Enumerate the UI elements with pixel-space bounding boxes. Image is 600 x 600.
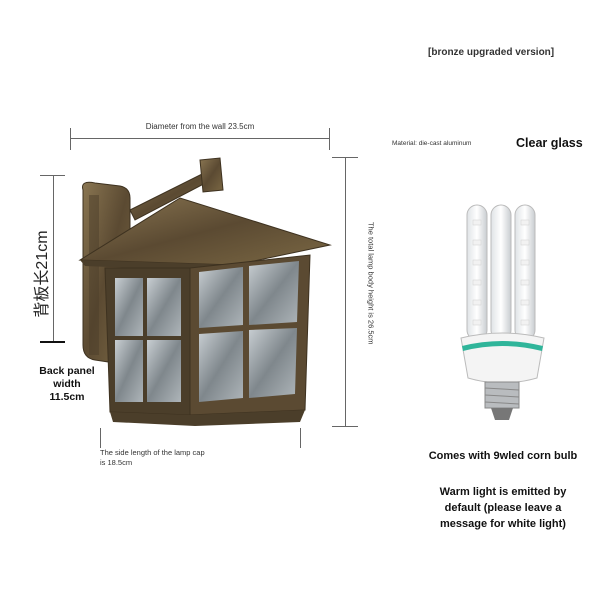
warm-line3: message for white light) bbox=[440, 517, 566, 530]
side-length-line1: The side length of the lamp cap bbox=[100, 448, 205, 457]
side-length-right-tick bbox=[300, 428, 301, 448]
back-panel-width-label: Back panel width 11.5cm bbox=[22, 365, 112, 404]
diameter-right-tick bbox=[329, 128, 330, 150]
back-panel-width-line3: 11.5cm bbox=[49, 391, 85, 404]
diameter-left-tick bbox=[70, 128, 71, 150]
total-height-top-tick bbox=[332, 157, 358, 158]
back-height-bottom-tick bbox=[40, 341, 65, 343]
diameter-dimension-line bbox=[70, 138, 330, 139]
total-height-label: The total lamp body height is 26.5cm bbox=[366, 221, 376, 345]
total-height-line bbox=[345, 157, 346, 427]
side-length-label: The side length of the lamp cap is 18.5c… bbox=[100, 448, 270, 468]
material-label: Material: die-cast aluminum bbox=[392, 140, 472, 147]
version-label: [bronze upgraded version] bbox=[428, 47, 555, 58]
warm-line2: default (please leave a bbox=[444, 501, 562, 514]
warm-light-note: Warm light is emitted by default (please… bbox=[408, 485, 598, 533]
back-height-top-tick bbox=[40, 175, 65, 176]
back-panel-height-label: 背板长21cm bbox=[34, 230, 51, 318]
corn-bulb-illustration bbox=[460, 204, 545, 420]
clear-glass-label: Clear glass bbox=[516, 136, 583, 150]
back-panel-width-line1: Back panel bbox=[39, 365, 95, 377]
wall-lamp-illustration bbox=[78, 157, 332, 426]
back-height-line bbox=[53, 175, 54, 342]
back-panel-width-line2: width bbox=[53, 378, 81, 391]
side-length-left-tick bbox=[100, 428, 101, 448]
diameter-label: Diameter from the wall 23.5cm bbox=[145, 122, 255, 131]
total-height-bottom-tick bbox=[332, 426, 358, 427]
bulb-label: Comes with 9wled corn bulb bbox=[428, 450, 578, 462]
warm-line1: Warm light is emitted by bbox=[439, 486, 567, 498]
side-length-line2: is 18.5cm bbox=[100, 458, 133, 468]
